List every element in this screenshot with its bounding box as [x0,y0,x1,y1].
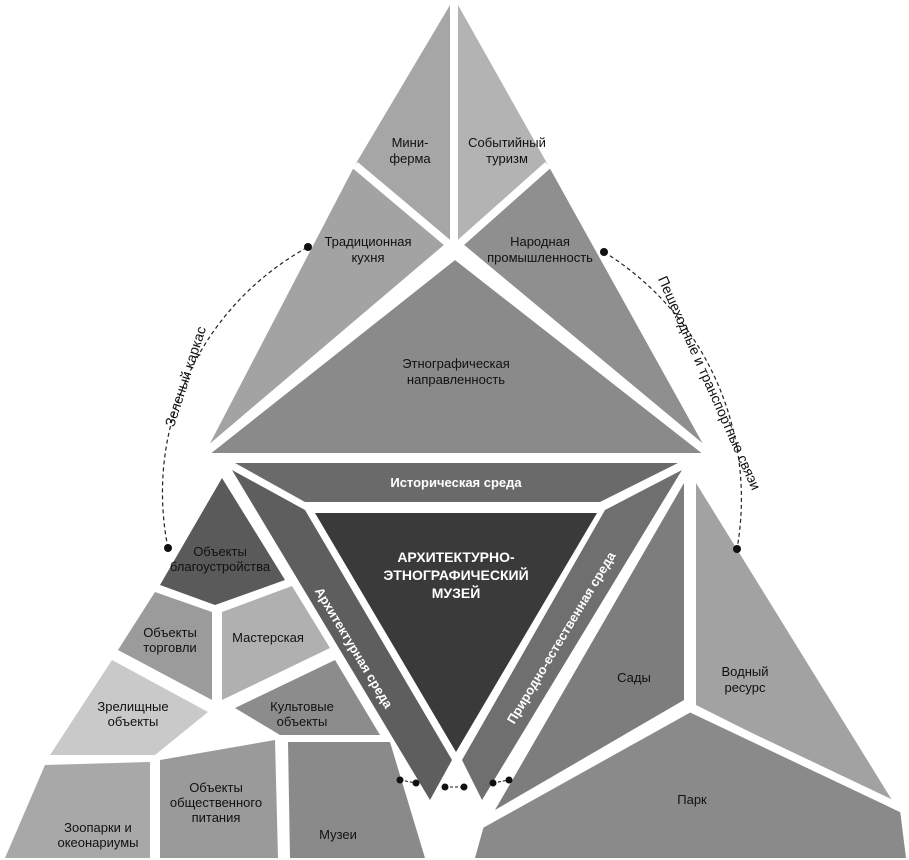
folk-crafts-region [458,165,708,453]
gardens-label: Сады [617,670,651,685]
park-region [475,712,906,858]
museums-label: Музеи [319,827,357,842]
museums-region [288,742,425,858]
top-triangle [202,5,711,457]
architectural-band [232,470,452,800]
left-triangle [5,478,425,858]
trade-region [118,592,212,700]
right-triangle [475,478,907,858]
historical-label: Историческая среда [390,475,522,490]
zoo-region [5,762,150,858]
workshop-label: Мастерская [232,630,304,645]
natural-band [462,470,682,800]
bottom-link-dots [396,776,513,791]
green-frame-label: Зеленый каркас [161,324,208,428]
entertainment-region [50,660,208,755]
transport-label: Пешеходные и транспортные свяэи [655,274,764,493]
water-region [696,483,895,805]
catering-region [160,740,278,858]
landscaping-region [160,478,285,605]
connectors [161,243,742,791]
gardens-region [495,483,684,810]
museum-core [315,513,597,752]
center-triangle [232,463,682,800]
historical-band [235,463,678,502]
ethnographic-region [205,255,708,453]
religious-region [235,660,380,735]
traditional-cuisine-region [205,165,450,453]
park-label: Парк [677,792,707,807]
workshop-region [222,586,330,700]
mini-farm-label: Мини-ферма [389,135,431,166]
